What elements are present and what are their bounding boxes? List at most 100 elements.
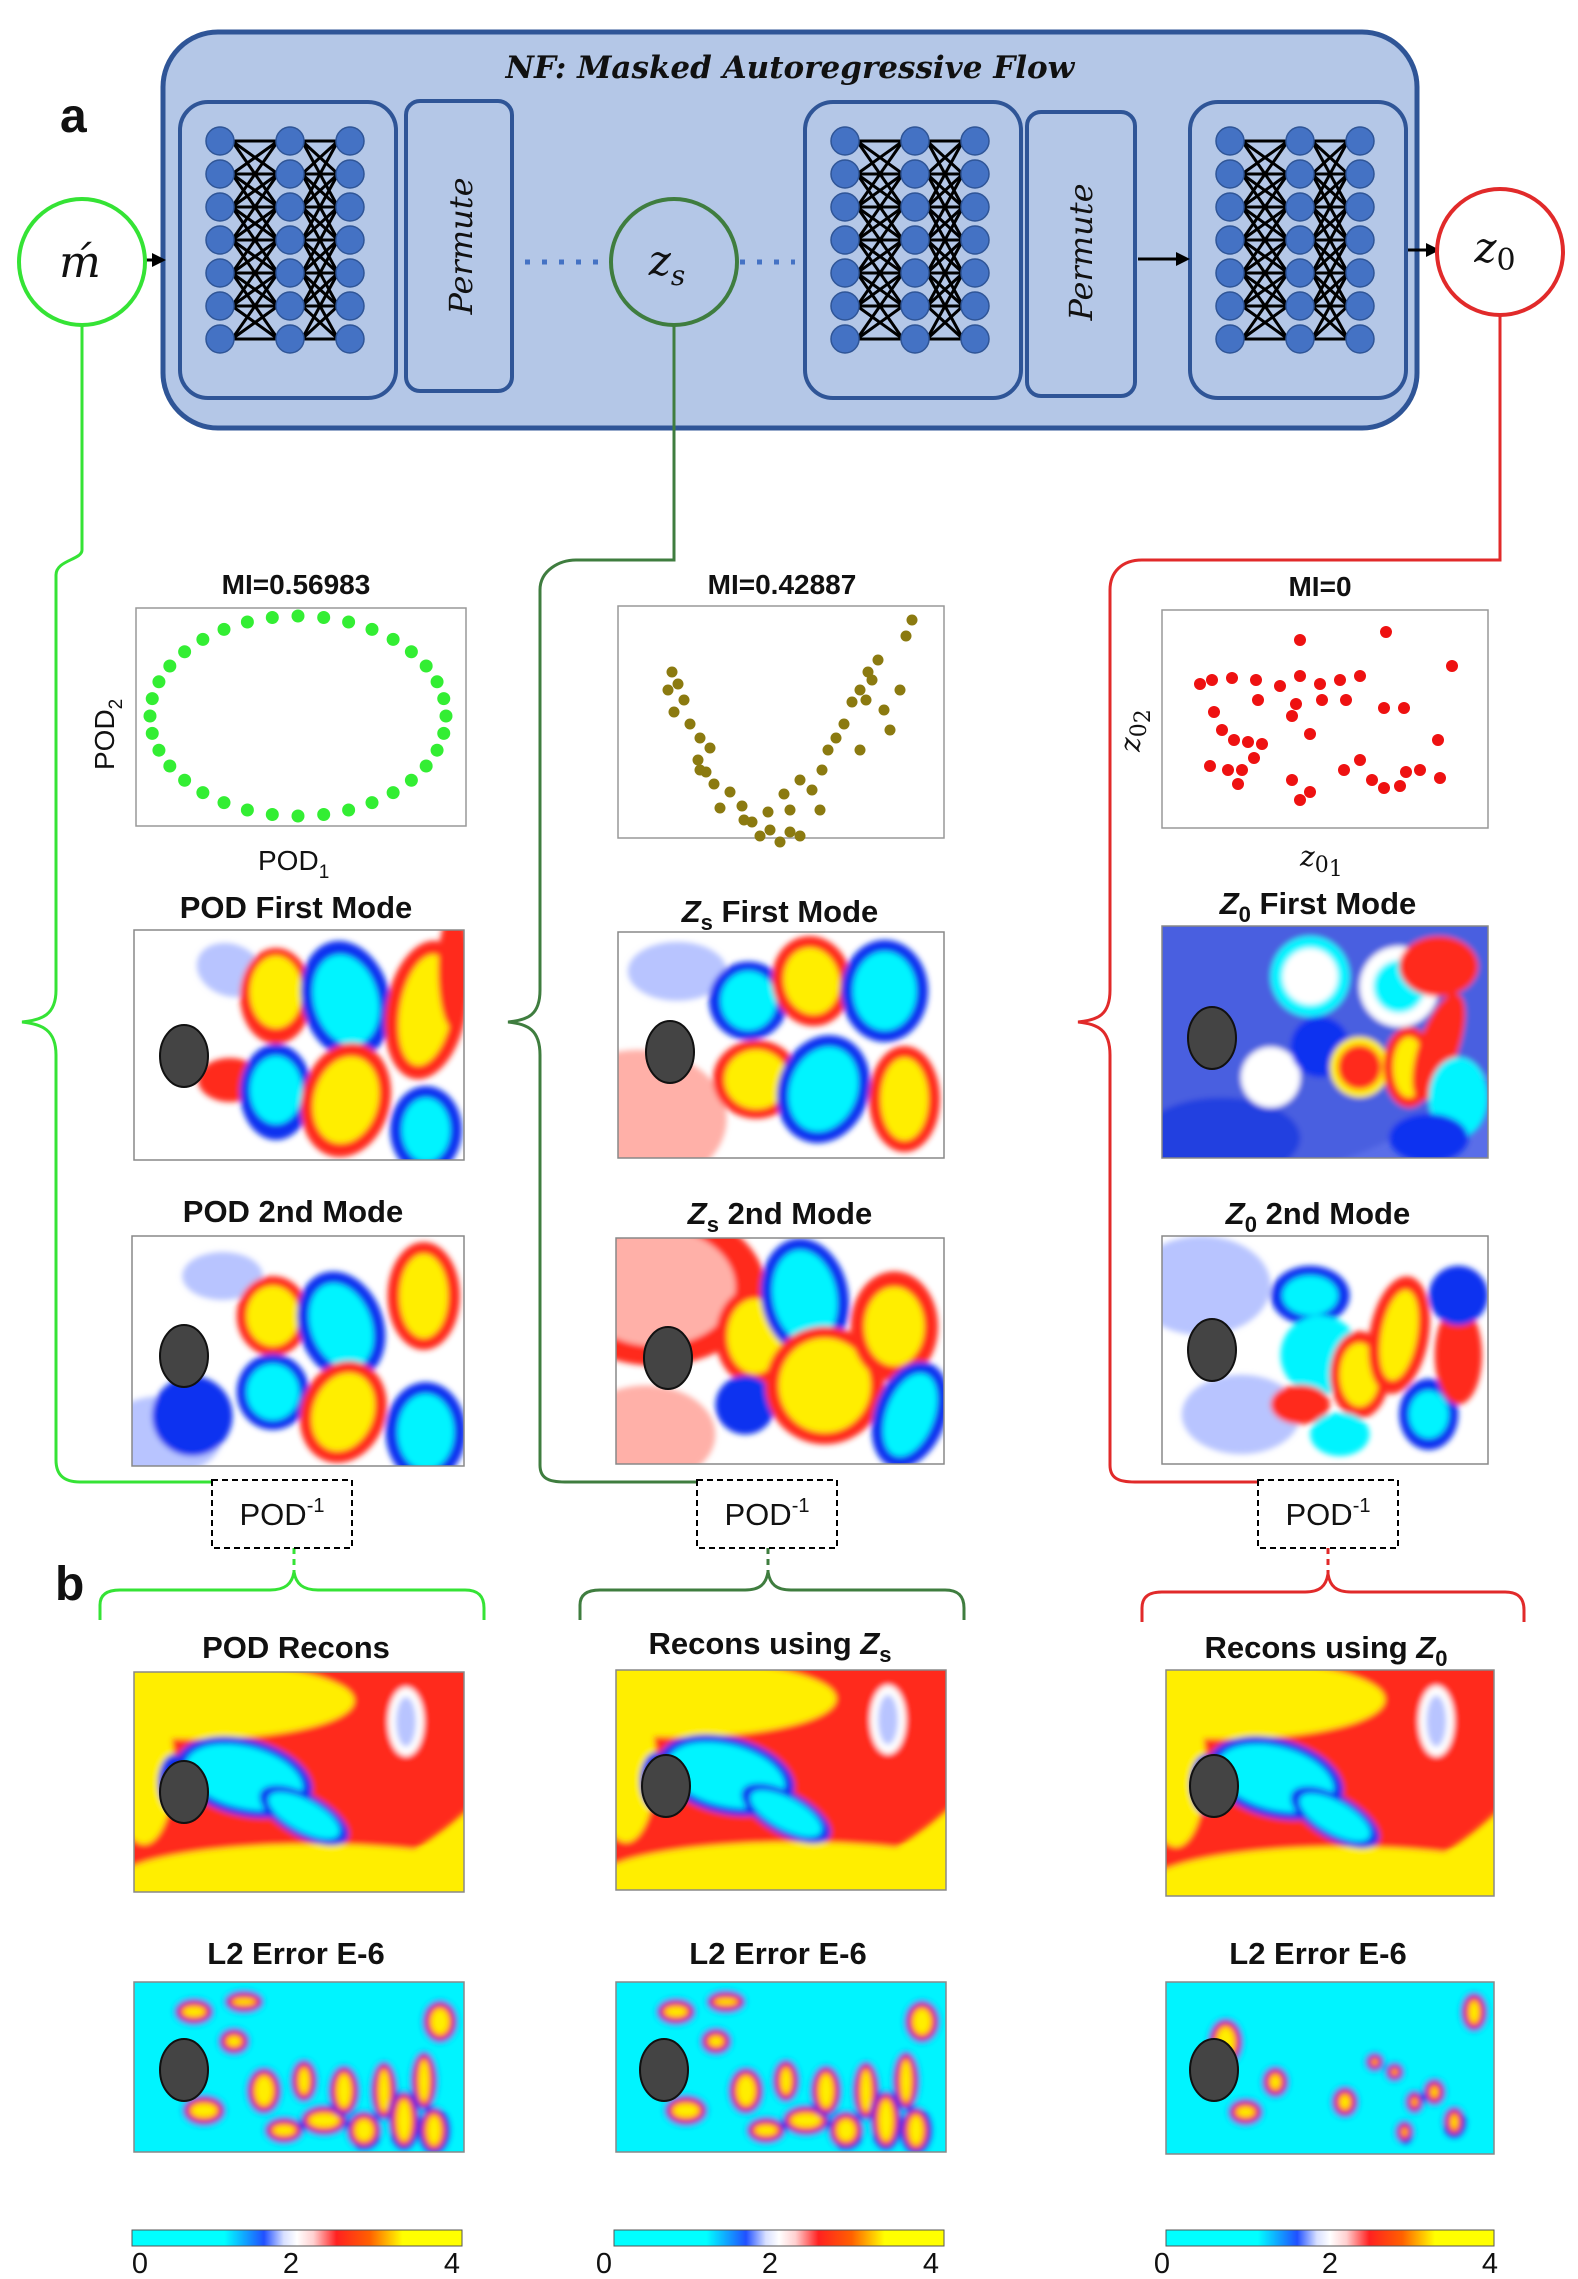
panel-label-a: a xyxy=(60,90,87,143)
scatter-point xyxy=(1236,764,1248,776)
pod-mode1-frame xyxy=(133,929,465,1161)
network-node xyxy=(900,291,930,321)
scatter-frame-pod xyxy=(135,607,467,827)
scatter-point xyxy=(1286,774,1298,786)
scatter-point xyxy=(1334,674,1346,686)
scatter-point xyxy=(217,622,231,636)
network-node xyxy=(1345,258,1375,288)
scatter-point xyxy=(738,814,750,826)
network-node xyxy=(1215,324,1245,354)
scatter-point xyxy=(1366,774,1378,786)
xlabel-pod: POD xyxy=(258,845,319,876)
cylinder-shape xyxy=(159,1024,209,1088)
svg-text:Zs First Mode: Zs First Mode xyxy=(681,894,879,935)
network-node xyxy=(275,192,305,222)
scatter-point xyxy=(404,773,418,787)
network-node xyxy=(205,291,235,321)
recons-title-pod: POD Recons xyxy=(202,1630,390,1665)
scatter-frame-z0 xyxy=(1161,609,1489,829)
xlabel-sub-pod: 1 xyxy=(319,862,330,883)
svg-text:POD2: POD2 xyxy=(89,699,127,770)
recons-prefix-z0: Recons using xyxy=(1204,1630,1416,1665)
zs-recons xyxy=(615,1669,947,1891)
recons-prefix-zs: Recons using xyxy=(648,1626,860,1661)
scatter-point xyxy=(265,611,279,625)
svg-text:z01: z01 xyxy=(1299,840,1343,882)
network-node xyxy=(900,159,930,189)
mode1-prefix-z0: Z xyxy=(1219,886,1240,921)
zs-node-label: z xyxy=(648,236,672,285)
svg-text:Recons using Z0: Recons using Z0 xyxy=(1204,1630,1447,1671)
network-node xyxy=(1345,324,1375,354)
scatter-point xyxy=(1248,752,1260,764)
scatter-point xyxy=(342,803,356,817)
scatter-point xyxy=(1252,694,1264,706)
scatter-point xyxy=(662,684,674,696)
mi-title-zs: MI=0.42887 xyxy=(708,569,857,600)
network-node xyxy=(275,159,305,189)
svg-text:POD1: POD1 xyxy=(258,845,329,883)
zs-mode1 xyxy=(617,931,945,1159)
network-node xyxy=(960,258,990,288)
scatter-point xyxy=(1378,702,1390,714)
inverse-sup: -1 xyxy=(1353,1495,1371,1517)
mode1-prefix-zs: Z xyxy=(681,894,702,929)
network-node xyxy=(205,126,235,156)
mode2-rest-zs: 2nd Mode xyxy=(719,1196,872,1231)
zs-mode2 xyxy=(615,1237,945,1465)
scatter-point xyxy=(437,726,451,740)
mode1-sub-zs: s xyxy=(701,910,713,935)
scatter-point xyxy=(1294,670,1306,682)
scatter-point xyxy=(854,744,866,756)
panel-label-b: b xyxy=(55,1558,84,1611)
network-node xyxy=(1345,192,1375,222)
svg-text:POD-1: POD-1 xyxy=(240,1495,325,1532)
scatter-point xyxy=(736,800,748,812)
scatter-point xyxy=(806,784,818,796)
network-node xyxy=(830,126,860,156)
scatter-point xyxy=(822,744,834,756)
network-node xyxy=(830,225,860,255)
maf-block-3 xyxy=(1188,100,1408,400)
network-node xyxy=(960,126,990,156)
brace-red xyxy=(1077,590,1258,1484)
network-node xyxy=(335,225,365,255)
scatter-points-zs xyxy=(662,614,918,848)
scatter-point xyxy=(437,692,451,706)
pod-mode1 xyxy=(133,929,465,1161)
scatter-point xyxy=(1222,764,1234,776)
network-node xyxy=(900,192,930,222)
svg-text:Zs 2nd Mode: Zs 2nd Mode xyxy=(687,1196,872,1237)
permute-block-1: Permute xyxy=(404,99,514,393)
mode1-title-pod: POD First Mode xyxy=(180,890,413,925)
scatter-point xyxy=(152,675,166,689)
scatter-point xyxy=(265,807,279,821)
network-node xyxy=(1285,126,1315,156)
scatter-point xyxy=(1294,794,1306,806)
scatter-point xyxy=(1216,724,1228,736)
scatter-point xyxy=(1380,626,1392,638)
scatter-point xyxy=(830,732,842,744)
network-node xyxy=(960,291,990,321)
inverse-box-zs: POD-1 xyxy=(696,1479,838,1549)
permute-label: Permute xyxy=(442,177,480,315)
error-title-zs: L2 Error E-6 xyxy=(689,1936,866,1971)
scatter-point xyxy=(1304,728,1316,740)
scatter-point xyxy=(684,718,696,730)
network-node xyxy=(275,225,305,255)
scatter-point xyxy=(317,807,331,821)
cylinder-shape xyxy=(159,1324,209,1388)
hbrace-red xyxy=(1140,1573,1526,1622)
scatter-point xyxy=(1290,698,1302,710)
scatter-point xyxy=(152,743,166,757)
scatter-point xyxy=(342,615,356,629)
scatter-point xyxy=(145,692,159,706)
scatter-point xyxy=(846,696,858,708)
scatter-point xyxy=(764,824,776,836)
input-node-label: ḿ xyxy=(59,237,101,288)
scatter-point xyxy=(794,774,806,786)
scatter-point xyxy=(404,645,418,659)
cylinder-shape xyxy=(645,1020,695,1084)
network-node xyxy=(205,258,235,288)
scatter-point xyxy=(1400,766,1412,778)
